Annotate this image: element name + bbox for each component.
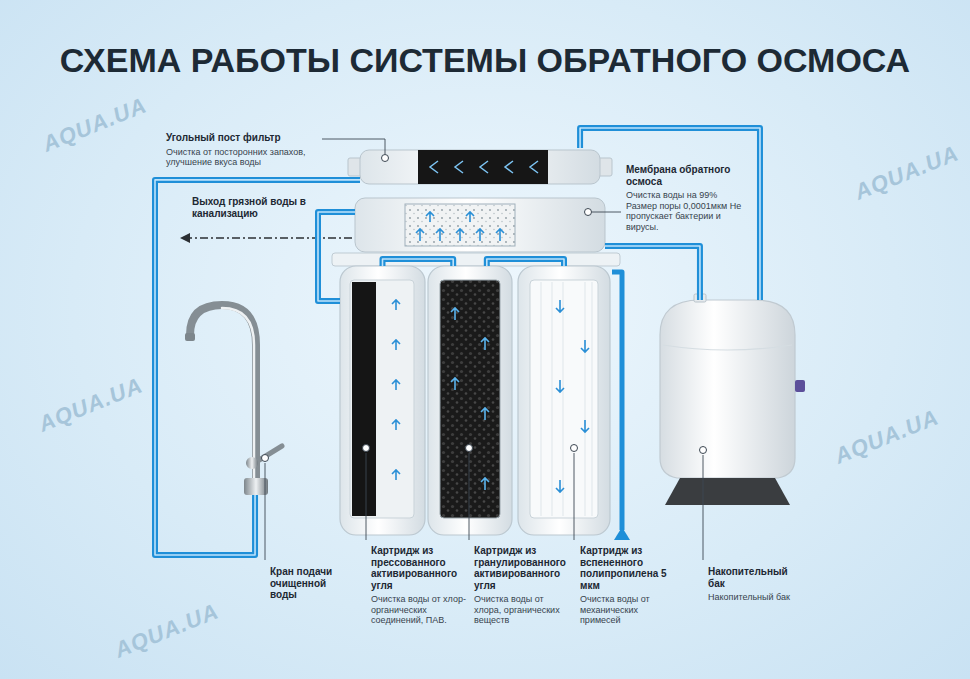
callout: Картридж из вспененного полипропилена 5 … [580,545,678,626]
pipe-core [383,259,454,266]
callout-dot [262,455,269,462]
part-description: Очистка воды на 99% Размер поры 0,0001мк… [626,190,744,232]
granulated-carbon [440,280,500,518]
part-name: Накопительный бак [708,566,798,589]
tank-valve [795,380,805,392]
leader-line [469,453,470,540]
callout-dot [363,445,370,452]
callout-dot [571,445,578,452]
flow-arrows [392,300,400,480]
water-pipe [487,259,564,266]
polypropylene-insert [530,280,598,518]
leader-line [366,453,367,540]
callout-dot [382,155,389,162]
callout-dot [700,447,707,454]
drain-label: Выход грязной воды в канализацию [192,196,317,219]
pipe-core [318,212,355,301]
callout: Угольный пост фильтрОчистка от посторонн… [166,132,316,168]
inlet-pipe [612,272,622,530]
leader-line [592,212,621,213]
part-name: Мембрана обратного осмоса [626,164,744,187]
water-pipe [318,212,355,301]
post-filter-housing [360,150,600,184]
pipe-core [605,246,700,300]
leader-line [322,139,385,154]
faucet: Кран подачи очищенной воды [175,300,290,495]
tank-seam [663,345,792,350]
tank-body [660,300,795,478]
pipe-core [580,128,760,300]
leader-line [574,453,575,540]
cartridge-housing [428,266,512,535]
callout: Картридж из гранулированного активирован… [474,545,572,626]
pipe-core [487,259,564,266]
pipe-core [155,180,360,555]
part-name: Картридж из прессованного активированног… [371,545,469,591]
drain-line [190,237,352,239]
water-pipe [155,180,360,555]
tank-stand [665,478,790,505]
ribs [541,282,592,516]
part-name: Кран подачи очищенной воды [270,566,352,601]
cartridge-housing [340,266,425,535]
watermark: AQUA.UA [35,372,146,437]
callout: Мембрана обратного осмосаОчистка воды на… [626,164,744,232]
watermark: AQUA.UA [851,140,962,205]
water-pipe [383,259,454,266]
faucet-lever [256,446,282,462]
watermark: AQUA.UA [111,598,222,663]
storage-tank: Накопительный бакНакопительный бак [655,300,800,478]
header-plate [332,253,620,266]
carbon-block-cartridge: Картридж из прессованного активированног… [340,266,425,535]
part-description: Очистка от посторонних запахов, улучшени… [166,147,316,168]
pressed-carbon-block [352,282,376,516]
carbon-core [418,150,548,184]
part-description: Накопительный бак [708,592,798,603]
flow-arrows [556,300,589,492]
faucet-neck [190,305,256,482]
inlet-arrowhead [614,527,630,540]
flow-arrows [430,161,538,173]
leader-line [703,455,704,560]
part-description: Очистка воды от хлора, органических веще… [474,594,572,626]
callout: Картридж из прессованного активированног… [371,545,469,626]
cartridge-housing [518,266,610,535]
callout-dot [585,209,592,216]
callout: Кран подачи очищенной воды [270,566,352,601]
faucet-highlight [222,308,254,480]
part-name: Угольный пост фильтр [166,132,316,144]
callout: Накопительный бакНакопительный бак [708,566,798,603]
part-description: Очистка воды от хлор-органических соедин… [371,594,469,626]
callout-dot [466,445,473,452]
water-pipe [605,246,700,300]
flow-arrows [416,212,504,241]
part-name: Картридж из гранулированного активирован… [474,545,572,591]
title: СХЕМА РАБОТЫ СИСТЕМЫ ОБРАТНОГО ОСМОСА [0,40,970,80]
drain-arrowhead [180,233,190,243]
leader-line [265,463,266,560]
polypropylene-cartridge: Картридж из вспененного полипропилена 5 … [518,266,610,535]
flow-arrows [451,308,489,490]
watermark: AQUA.UA [39,92,150,157]
water-pipe [580,128,760,300]
membrane-element [405,204,515,246]
membrane-housing [355,198,605,252]
faucet-spout [185,333,195,341]
watermark: AQUA.UA [831,404,942,469]
faucet-base [244,478,268,495]
part-description: Очистка воды от механических примесей [580,594,678,626]
post-filter: Угольный пост фильтрОчистка от посторонн… [360,148,600,186]
faucet-valve [246,457,258,469]
part-name: Картридж из вспененного полипропилена 5 … [580,545,678,591]
granulated-carbon-cartridge: Картридж из гранулированного активирован… [428,266,512,535]
cartridge-insert [350,280,414,518]
membrane: Мембрана обратного осмосаОчистка воды на… [355,198,605,252]
